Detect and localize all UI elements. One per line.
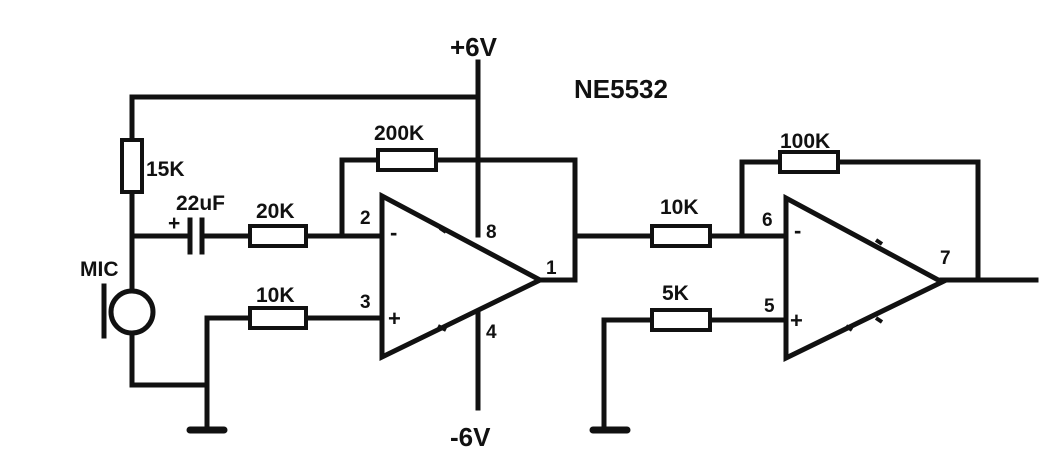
label-5k: 5K xyxy=(662,282,689,305)
opamp2-minus-sign: - xyxy=(794,218,801,243)
opamp-2-triangle xyxy=(783,193,948,362)
opamp-2-tick-b xyxy=(844,324,854,332)
opamp2-plus-sign: + xyxy=(790,308,803,333)
opamp-2-tick-c xyxy=(874,238,884,246)
capacitor-22uf xyxy=(187,217,205,255)
opamp1-pin-inv: 2 xyxy=(360,208,371,229)
label-mic: MIC xyxy=(80,258,119,281)
label-200k: 200K xyxy=(374,122,424,145)
vneg-label: -6V xyxy=(450,422,491,452)
opamp-2-tick-d xyxy=(874,316,884,324)
opamp1-minus-sign: - xyxy=(390,220,397,245)
feedback1-right xyxy=(433,157,578,283)
microphone-icon xyxy=(101,283,156,339)
label-20k: 20K xyxy=(256,200,295,223)
opamp1-pin-vpos: 8 xyxy=(486,222,497,243)
resistor-10k-noninv xyxy=(248,306,308,330)
opamp-1-tick xyxy=(438,226,448,234)
opamp1-pin-noninv: 3 xyxy=(360,292,371,313)
resistor-100k xyxy=(778,150,840,174)
feedback2-right xyxy=(835,159,981,283)
noninv2-left xyxy=(601,317,655,431)
label-100k: 100K xyxy=(780,130,830,153)
bias-top-wire xyxy=(129,94,481,143)
resistor-5k xyxy=(650,308,712,332)
opamp-1-tick-b xyxy=(437,324,447,332)
resistor-200k xyxy=(376,148,438,172)
mic-ground-wire xyxy=(129,333,210,388)
label-15k: 15K xyxy=(146,158,185,181)
feedback1-left xyxy=(339,157,381,239)
opamp-1-triangle xyxy=(379,191,546,361)
title-label: NE5532 xyxy=(574,74,668,104)
opamp-2-tick xyxy=(844,228,854,236)
feedback2-left xyxy=(739,159,783,239)
opamp1-pin-vneg: 4 xyxy=(486,322,497,343)
label-10k-interstage: 10K xyxy=(660,196,699,219)
resistor-10k-interstage xyxy=(650,224,712,248)
opamp1-plus-sign: + xyxy=(388,306,401,331)
label-22uf: 22uF xyxy=(176,192,225,215)
label-10k-noninv: 10K xyxy=(256,284,295,307)
opamp2-pin-out: 7 xyxy=(940,248,951,269)
opamp2-pin-noninv: 5 xyxy=(764,296,775,317)
wires xyxy=(129,59,1039,431)
vpos-label: +6V xyxy=(450,32,498,62)
opamp2-pin-inv: 6 xyxy=(762,210,773,231)
resistor-20k xyxy=(248,224,308,248)
label-cap-plus: + xyxy=(168,212,180,235)
opamp1-pin-out: 1 xyxy=(546,258,557,279)
resistor-15k xyxy=(120,138,144,194)
